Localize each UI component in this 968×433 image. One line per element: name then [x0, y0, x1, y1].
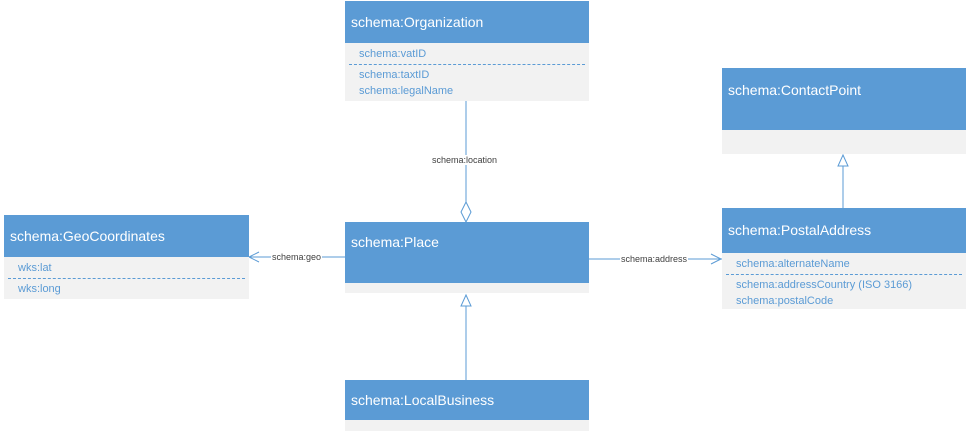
class-title: schema:PostalAddress: [728, 222, 872, 238]
edge-label-location: schema:location: [431, 155, 499, 165]
class-header: schema:ContactPoint: [722, 68, 966, 130]
class-place: schema:Place: [345, 222, 589, 293]
attribute: schema:postalCode: [736, 295, 834, 307]
attribute: schema:vatID: [359, 48, 427, 60]
class-title: schema:ContactPoint: [728, 82, 862, 98]
attribute: schema:taxtID: [359, 69, 430, 81]
class-postal-address: schema:PostalAddress schema:alternateNam…: [722, 208, 966, 309]
attribute: schema:addressCountry (ISO 3166): [736, 279, 913, 291]
class-title: schema:GeoCoordinates: [10, 228, 165, 244]
class-body: [345, 283, 589, 293]
class-organization: schema:Organization schema:vatID schema:…: [345, 1, 589, 101]
attribute-separator: [8, 278, 245, 279]
class-body: schema:vatID schema:taxtID schema:legalN…: [345, 43, 589, 101]
class-title: schema:LocalBusiness: [351, 392, 495, 408]
class-header: schema:Organization: [345, 1, 589, 43]
class-body: [345, 420, 589, 431]
class-header: schema:LocalBusiness: [345, 380, 589, 420]
attribute-separator: [726, 274, 962, 275]
class-body: [722, 130, 966, 154]
class-geo-coordinates: schema:GeoCoordinates wks:lat wks:long: [4, 215, 249, 299]
aggregation-diamond: [460, 200, 472, 224]
address-arrowhead: [710, 253, 723, 265]
attribute: schema:legalName: [359, 85, 454, 97]
geo-arrowhead: [247, 251, 260, 263]
class-header: schema:Place: [345, 222, 589, 283]
class-title: schema:Organization: [351, 14, 484, 30]
class-title: schema:Place: [351, 234, 439, 250]
postal-inherit-triangle: [837, 153, 849, 167]
class-header: schema:PostalAddress: [722, 208, 966, 253]
class-local-business: schema:LocalBusiness: [345, 380, 589, 431]
attribute: wks:lat: [18, 262, 52, 274]
class-body: wks:lat wks:long: [4, 257, 249, 299]
edge-label-address: schema:address: [620, 254, 689, 264]
attribute-separator: [349, 64, 585, 65]
attribute: wks:long: [18, 283, 61, 295]
class-header: schema:GeoCoordinates: [4, 215, 249, 257]
class-body: schema:alternateName schema:addressCount…: [722, 253, 966, 309]
localbusiness-inherit-triangle: [460, 293, 472, 307]
edge-label-geo: schema:geo: [271, 252, 323, 262]
class-contact-point: schema:ContactPoint: [722, 68, 966, 154]
attribute: schema:alternateName: [736, 258, 850, 270]
